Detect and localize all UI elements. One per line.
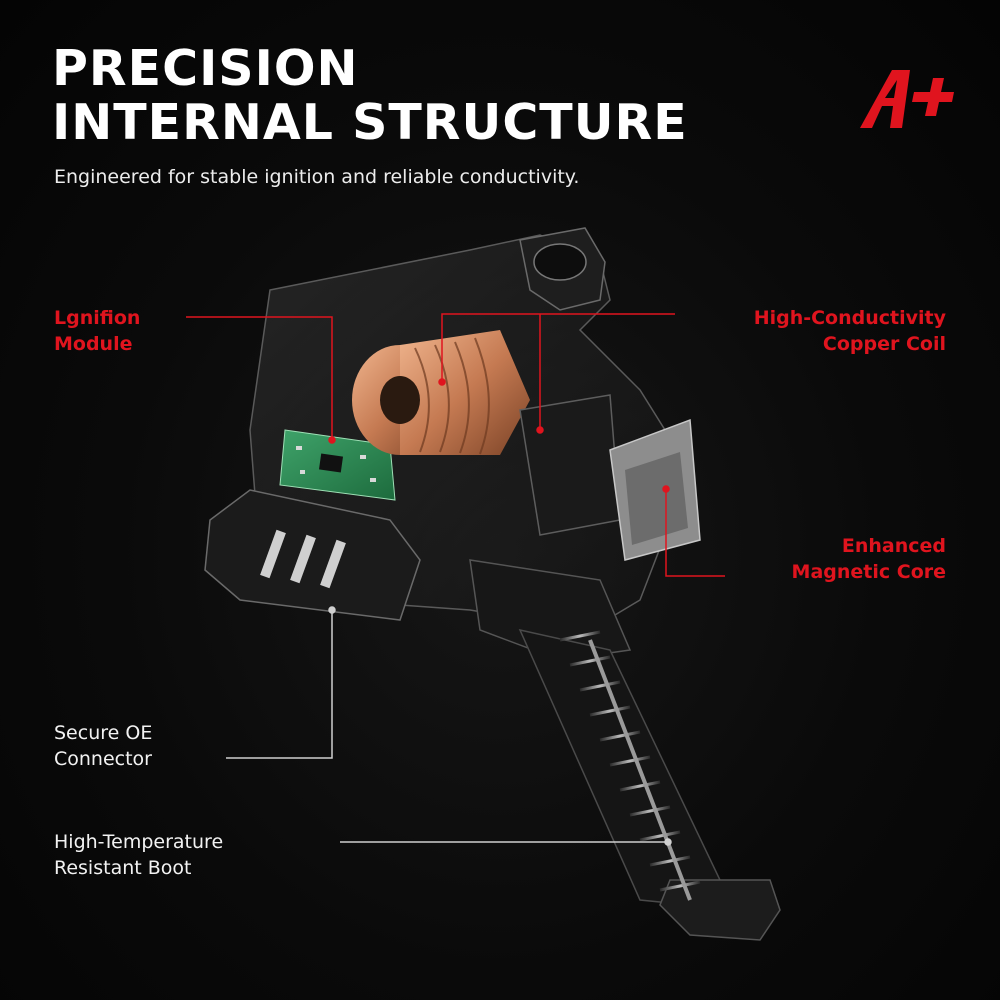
spring [559, 630, 701, 892]
callout-boot-line1: High-Temperature [54, 831, 224, 853]
page-title: PRECISION INTERNAL STRUCTURE [52, 42, 688, 150]
connector-pins [260, 529, 346, 589]
callout-copper-coil-line1: High-Conductivity [753, 307, 946, 329]
callout-ignition-module-line1: Lgnifion [54, 307, 141, 329]
callout-copper-coil: High-Conductivity Copper Coil [754, 305, 946, 357]
callout-ignition-module: Lgnifion Module [54, 305, 140, 357]
copper-coil [352, 330, 530, 455]
callout-magnetic-core-line2: Magnetic Core [791, 561, 946, 583]
callout-lines-red [186, 313, 725, 577]
callout-oe-connector: Secure OE Connector [54, 720, 152, 772]
callout-ignition-module-line2: Module [54, 333, 133, 355]
callout-copper-coil-line2: Copper Coil [822, 333, 946, 355]
callout-boot: High-Temperature Resistant Boot [54, 829, 223, 881]
callout-oe-connector-line1: Secure OE [54, 722, 153, 744]
brand-logo-icon [860, 70, 954, 128]
title-line-2: INTERNAL STRUCTURE [52, 94, 688, 151]
subtitle: Engineered for stable ignition and relia… [54, 166, 580, 188]
oe-connector-body [204, 489, 421, 621]
callout-lines-white [226, 606, 672, 846]
callout-oe-connector-line2: Connector [54, 748, 152, 770]
title-line-1: PRECISION [52, 40, 359, 97]
callout-magnetic-core: Enhanced Magnetic Core [792, 533, 946, 585]
boot [518, 628, 721, 906]
callout-magnetic-core-line1: Enhanced [841, 535, 946, 557]
callout-boot-line2: Resistant Boot [54, 857, 192, 879]
